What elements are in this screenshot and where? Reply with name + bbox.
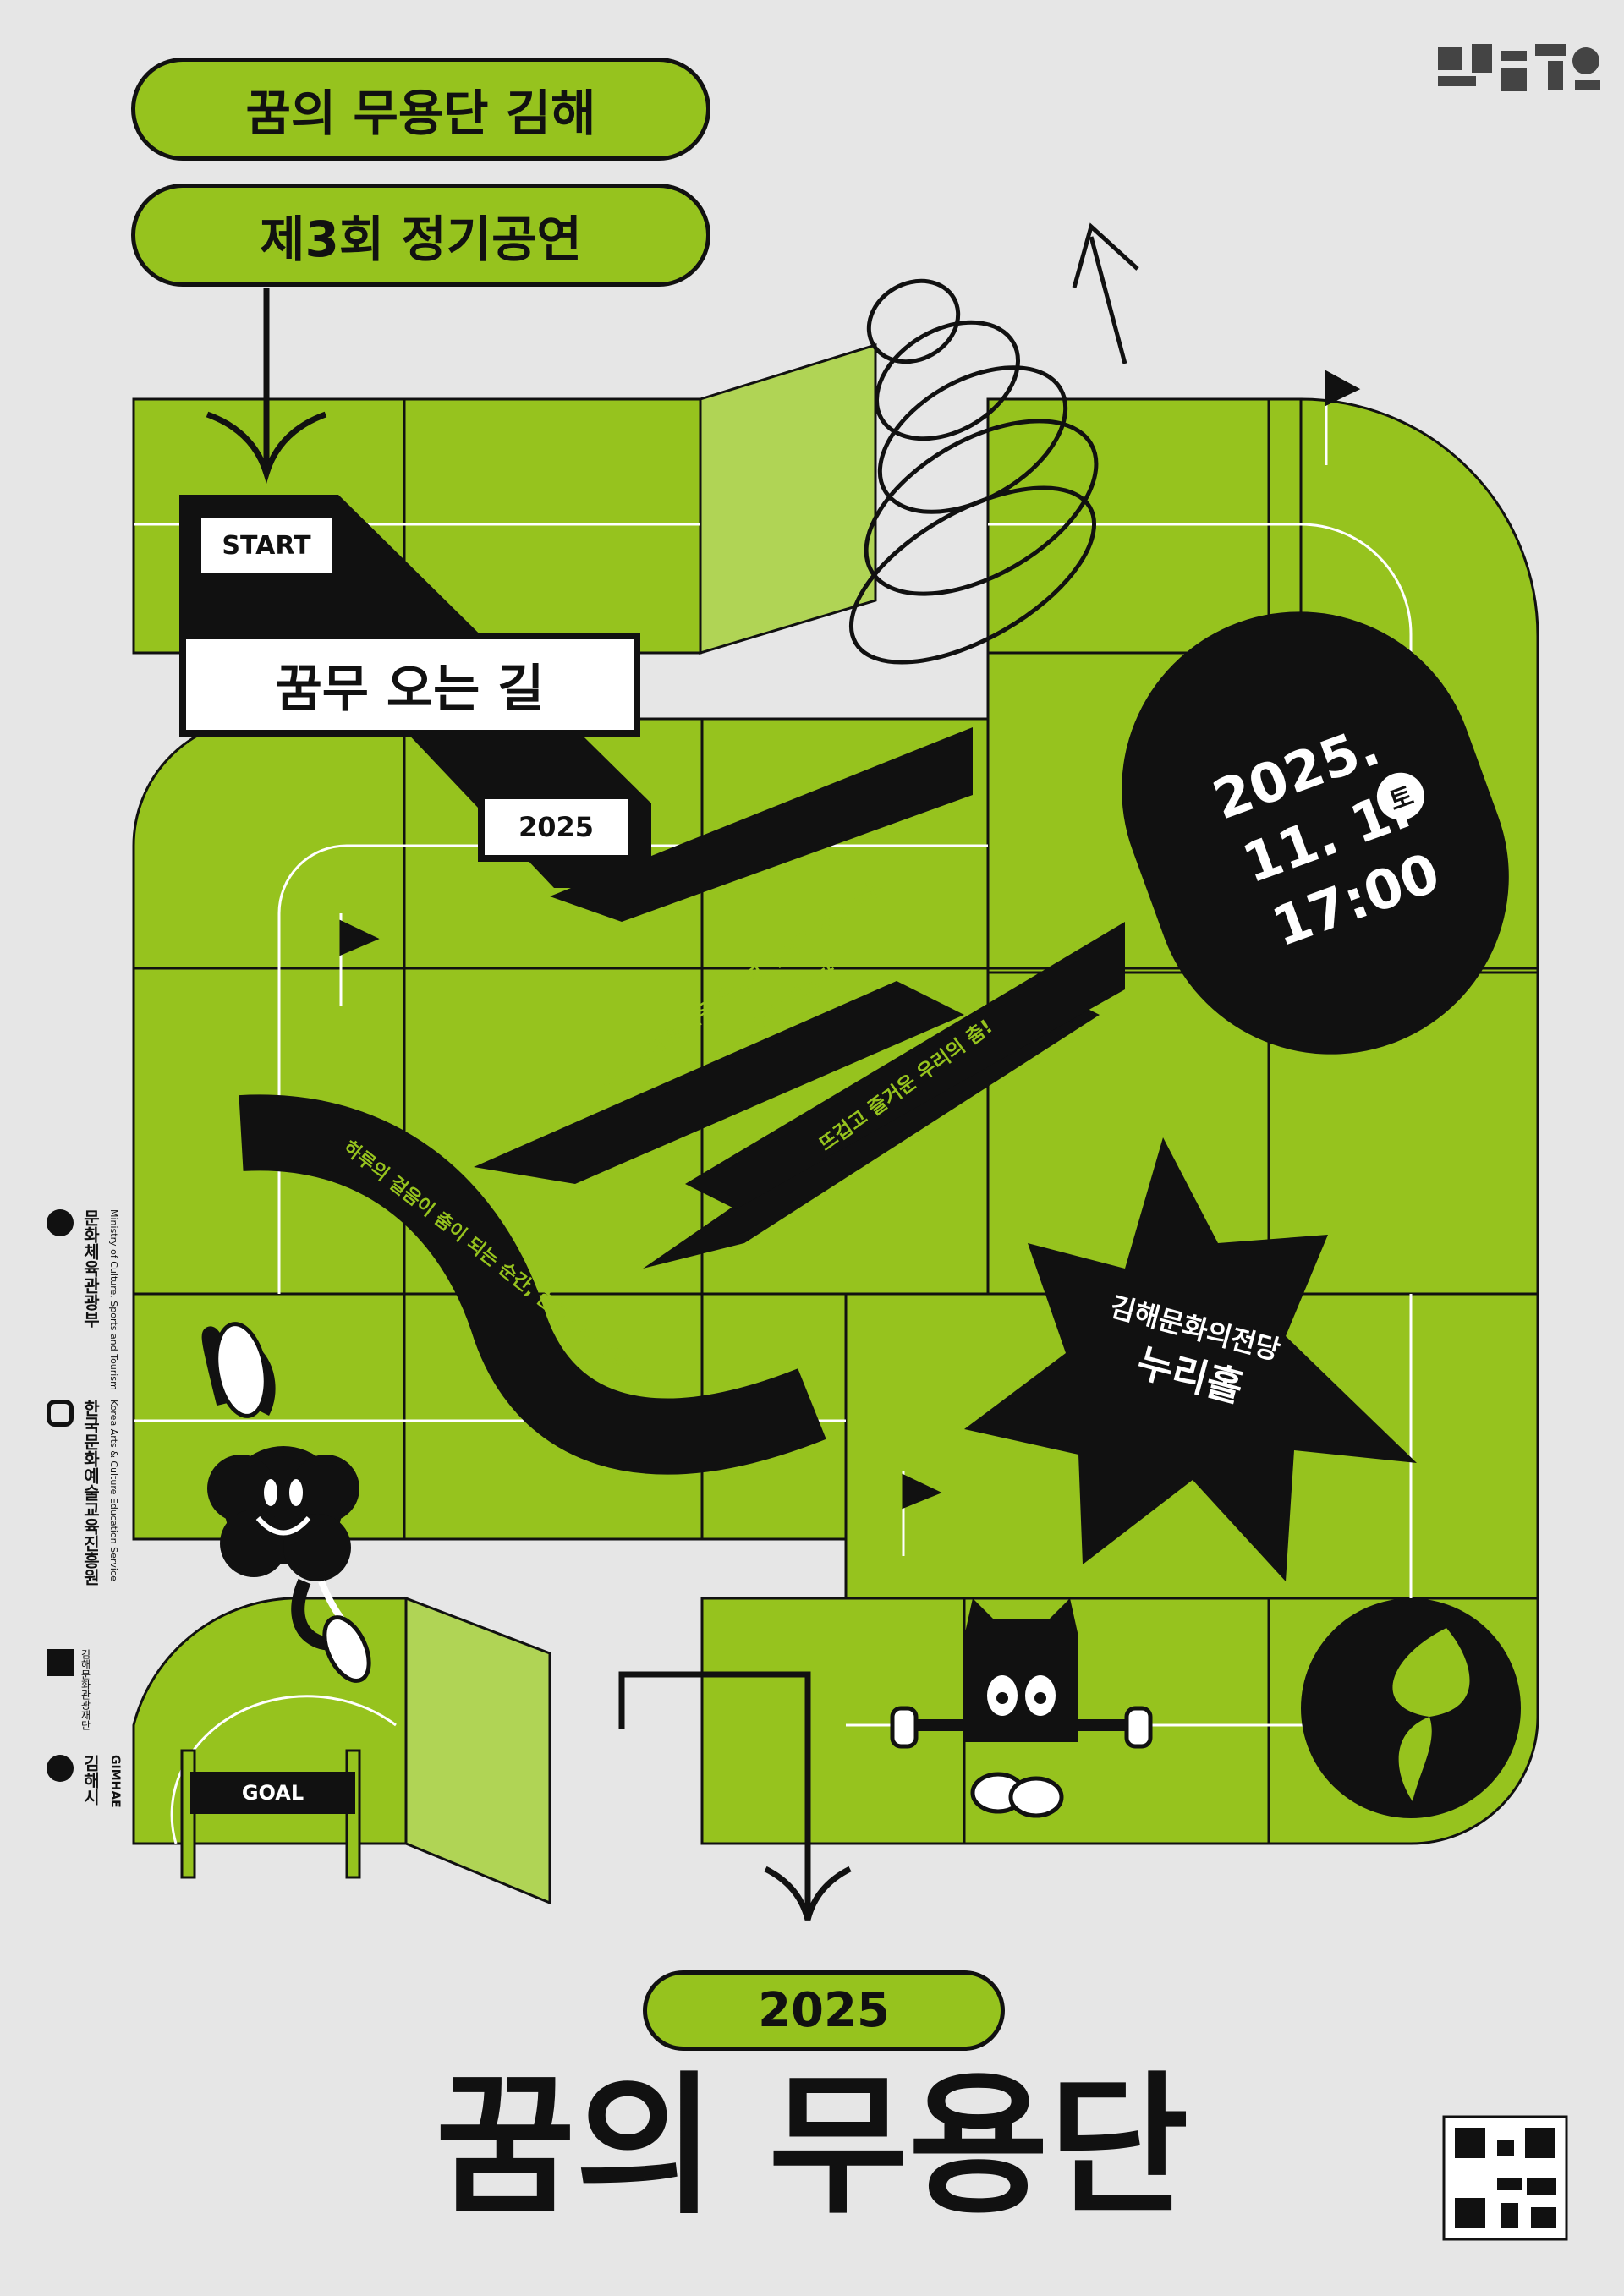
sponsor-en: Korea Arts & Culture Education Service	[108, 1400, 119, 1581]
title-arrow-connector	[206, 288, 327, 485]
sponsor-foundation: 김해문화관광재단	[47, 1649, 93, 1730]
show-title-box: 꿈무 오는 길	[179, 633, 640, 737]
sponsor-ministry: 문화체육관광부 Ministry of Culture, Sports and …	[47, 1209, 119, 1390]
title-pill-performance: 제3회 정기공연	[131, 184, 710, 287]
black-bands	[474, 727, 1125, 1269]
munhwa-logo-icon	[47, 1649, 74, 1676]
sponsor-arte: 한국문화예술교육진흥원 Korea Arts & Culture Educati…	[47, 1400, 119, 1586]
bottom-title: 꿈의 무용단	[435, 2058, 1189, 2235]
sponsor-name: 김해문화관광재단	[80, 1649, 91, 1730]
bottom-arrow-connector	[618, 1671, 852, 1921]
sponsor-name: 한국문화예술교육진흥원	[80, 1400, 101, 1586]
sponsor-gimhae: 김해시 GIMHAE	[47, 1755, 122, 1808]
sponsor-en: GIMHAE	[108, 1755, 122, 1808]
sprout-icon	[1392, 1628, 1470, 1801]
flag-icons	[339, 370, 1361, 1556]
arte-icon	[47, 1400, 74, 1427]
goal-banner: GOAL	[190, 1772, 355, 1814]
folded-panels	[404, 342, 877, 1905]
cat-mascot	[890, 1598, 1153, 1818]
sponsor-name: 문화체육관광부	[80, 1209, 101, 1328]
sponsor-name: 김해시	[80, 1755, 101, 1806]
date-capsule	[1122, 611, 1509, 1055]
sponsor-en: Ministry of Culture, Sports and Tourism	[108, 1209, 119, 1390]
curvy-band	[239, 1094, 826, 1475]
spring-coil-icon	[848, 222, 1139, 665]
gimhae-icon	[47, 1755, 74, 1782]
title-year-box: 2025	[478, 792, 634, 862]
qr-code-icon	[1442, 2115, 1568, 2241]
venue-starburst	[964, 1137, 1417, 1581]
cloud-mascot	[201, 1322, 371, 1683]
taegeuk-icon	[47, 1209, 74, 1236]
bottom-year-pill: 2025	[643, 1970, 1005, 2051]
culture-logo-icon	[1438, 44, 1600, 91]
title-pill-troupe: 꿈의 무용단 김해	[131, 58, 710, 161]
start-label: START	[195, 512, 338, 579]
